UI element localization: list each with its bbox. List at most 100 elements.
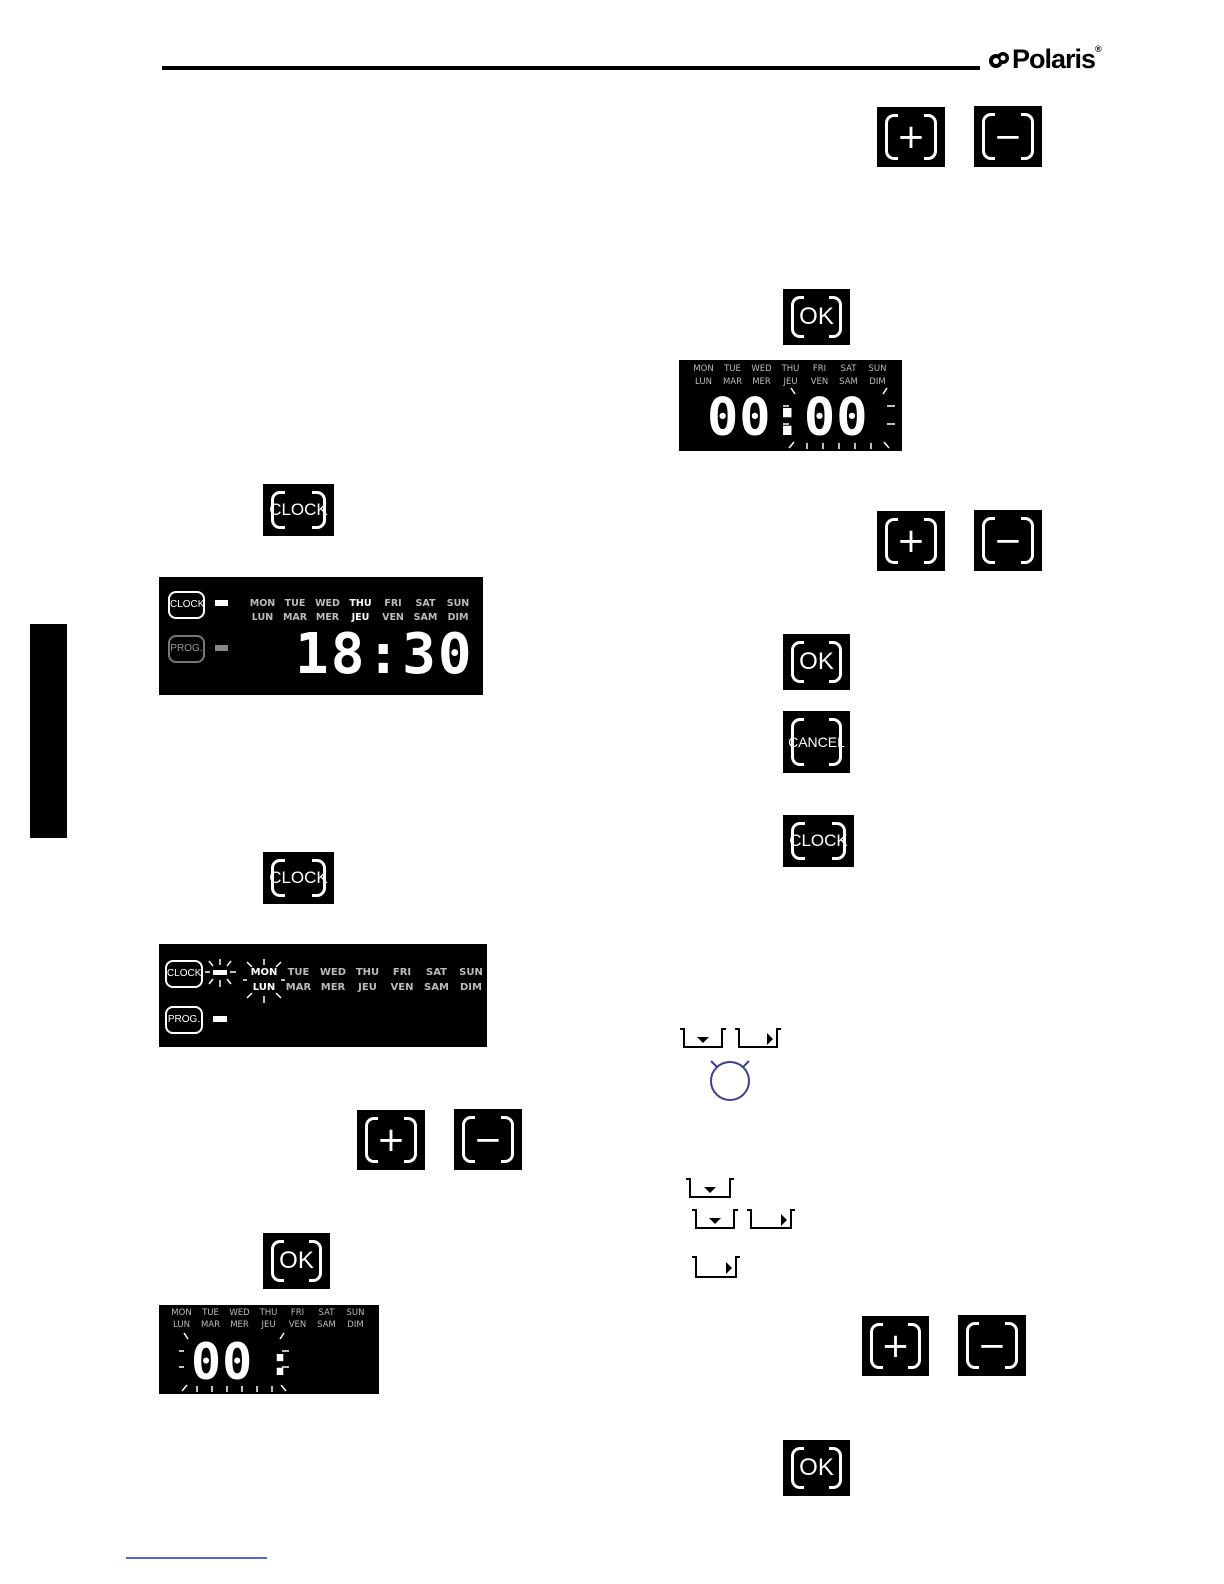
day-sun: SUN [459, 967, 483, 978]
minus-icon: − [993, 520, 1023, 561]
plus-button[interactable]: + [877, 511, 945, 571]
weekday-row-fr: LUN MAR MER JEU VEN SAM DIM [247, 982, 488, 993]
minus-icon: − [977, 1325, 1007, 1366]
day-mar: MAR [282, 612, 308, 623]
day-sam: SAM [413, 612, 438, 623]
day-thu: THU [259, 1308, 278, 1318]
day-mer: MER [230, 1320, 249, 1330]
plus-icon: + [896, 117, 926, 157]
minus-icon: − [473, 1119, 503, 1160]
hour-blink-rays-icon [179, 1332, 289, 1392]
plus-icon: + [376, 1120, 406, 1160]
clock-button-label: CLOCK [269, 868, 328, 887]
logo-trademark: ® [1095, 44, 1102, 54]
hour-readout: 00 [191, 1333, 254, 1391]
blink-rays-icon [205, 959, 236, 987]
day-dim: DIM [869, 377, 886, 387]
minus-button[interactable]: − [454, 1109, 522, 1170]
day-jeu: JEU [351, 612, 370, 623]
day-mon: MON [693, 364, 714, 374]
day-dim: DIM [460, 982, 482, 993]
clock-button[interactable]: CLOCK [263, 484, 334, 536]
plus-button[interactable]: + [357, 1110, 425, 1170]
day-mar: MAR [200, 1320, 221, 1330]
day-fri: FRI [384, 598, 402, 609]
tray-icons-row [680, 1028, 781, 1048]
day-dim: DIM [447, 612, 469, 623]
day-sam: SAM [317, 1320, 336, 1330]
day-mar: MAR [722, 377, 743, 387]
day-sun: SUN [346, 1308, 365, 1318]
day-dim: DIM [347, 1320, 364, 1330]
plus-icon: + [881, 1326, 910, 1366]
weekday-row-fr: LUN MAR MER JEU VEN SAM DIM [167, 1320, 370, 1330]
day-sat: SAT [426, 967, 447, 978]
plus-button[interactable]: + [877, 107, 945, 167]
minute-blink-rays-icon [783, 387, 895, 449]
ok-button[interactable]: OK [263, 1233, 330, 1289]
ok-button-label: OK [799, 303, 834, 330]
cancel-button[interactable]: CANCEL [783, 711, 850, 773]
day-fri: FRI [290, 1308, 305, 1318]
day-jeu: JEU [358, 982, 377, 993]
polaris-mark-icon [989, 52, 1009, 68]
day-jeu: JEU [783, 377, 798, 387]
lcd-clock-indicator: CLOCK [168, 591, 205, 619]
prog-bar [213, 1016, 227, 1022]
day-ven: VEN [288, 1320, 307, 1330]
logo-text: Polaris [1012, 44, 1096, 74]
day-tue: TUE [284, 598, 306, 609]
day-blink-rays-icon [243, 959, 285, 1003]
minus-button[interactable]: − [958, 1315, 1026, 1376]
day-ven: VEN [390, 982, 414, 993]
tray-right-arrow-icon [735, 1028, 781, 1048]
clock-active-bar [215, 600, 228, 606]
lcd-time-display: CLOCK PROG. MON TUE WED THU FRI SAT SUN … [159, 577, 483, 695]
weekday-row-en: MON TUE WED THU FRI SAT SUN [247, 967, 488, 978]
day-sat: SAT [415, 598, 436, 609]
prog-inactive-bar [215, 645, 228, 651]
plus-icon: + [896, 521, 926, 561]
day-lun: LUN [695, 377, 712, 387]
clock-button-label: CLOCK [789, 831, 848, 850]
tray-right-arrow-icon [692, 1256, 740, 1278]
day-jeu: JEU [261, 1320, 276, 1330]
day-ven: VEN [810, 377, 829, 387]
weekday-row-fr: LUN MAR MER JEU VEN SAM DIM [246, 612, 474, 623]
day-lun: LUN [251, 612, 274, 623]
ok-button[interactable]: OK [783, 289, 850, 345]
day-sam: SAM [424, 982, 449, 993]
ok-button[interactable]: OK [783, 634, 850, 690]
plus-button[interactable]: + [862, 1316, 929, 1376]
day-tue: TUE [724, 364, 741, 374]
tray-down-arrow-icon [692, 1209, 738, 1229]
minus-button[interactable]: − [974, 510, 1042, 571]
side-section-tab [30, 624, 67, 838]
brand-logo: Polaris® [988, 44, 1102, 75]
day-mer: MER [320, 982, 346, 993]
day-sam: SAM [839, 377, 858, 387]
day-mon: MON [249, 598, 276, 609]
day-sun: SUN [446, 598, 470, 609]
ok-button-label: OK [799, 1454, 834, 1481]
day-mon: MON [250, 967, 278, 978]
day-sun: SUN [868, 364, 887, 374]
minus-icon: − [993, 116, 1023, 157]
time-readout: 00:00 [707, 388, 869, 448]
lcd-hour-set: MON TUE WED THU FRI SAT SUN LUN MAR MER … [159, 1305, 379, 1394]
day-sat: SAT [318, 1308, 335, 1318]
cancel-button-label: CANCEL [788, 734, 845, 750]
clock-button[interactable]: CLOCK [783, 815, 854, 867]
day-mer: MER [752, 377, 771, 387]
ok-button-label: OK [279, 1247, 314, 1274]
tray-down-arrow-icon [686, 1178, 734, 1198]
day-tue: TUE [202, 1308, 219, 1318]
lcd-clock-indicator: CLOCK [165, 960, 203, 988]
clock-button[interactable]: CLOCK [263, 852, 334, 904]
day-tue: TUE [287, 967, 310, 978]
minus-button[interactable]: − [974, 106, 1042, 167]
day-mon: MON [171, 1308, 192, 1318]
ok-button[interactable]: OK [783, 1440, 850, 1496]
weekday-row-fr: LUN MAR MER JEU VEN SAM DIM [689, 377, 892, 387]
day-mer: MER [315, 612, 340, 623]
